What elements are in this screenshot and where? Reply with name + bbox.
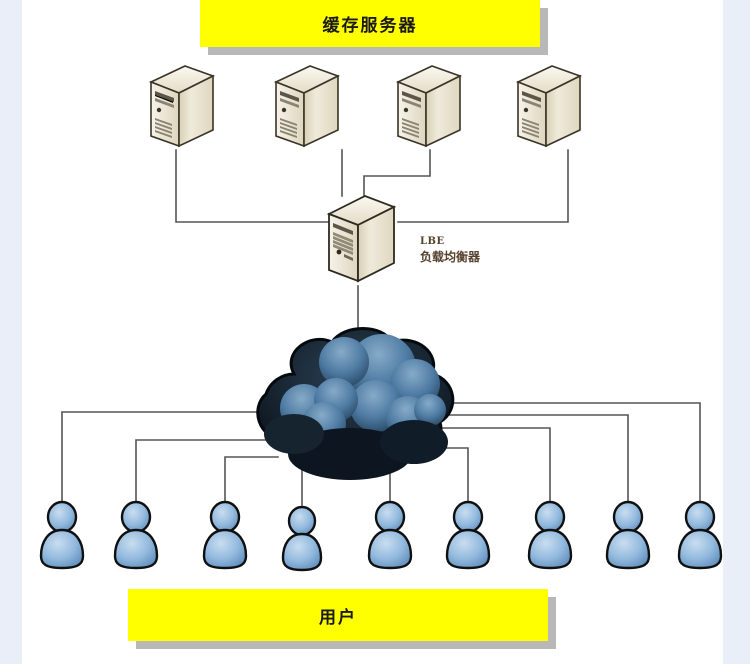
link-cloud-user1	[61, 411, 263, 506]
load-balancer-node[interactable]	[320, 190, 398, 287]
link-cloud-user3	[224, 456, 279, 506]
user-person-icon	[605, 500, 651, 570]
user-person-icon	[113, 500, 159, 570]
user-3[interactable]	[199, 500, 251, 572]
user-2[interactable]	[110, 500, 162, 572]
user-person-icon	[202, 500, 248, 570]
cache-server-2[interactable]	[268, 60, 342, 152]
user-person-icon	[281, 505, 323, 572]
cache-servers-banner: 缓存服务器	[200, 0, 540, 47]
link-server3-balancer	[363, 149, 431, 197]
user-person-icon	[39, 500, 85, 570]
load-balancer-label-line1: LBE	[420, 236, 445, 247]
server-tower-icon	[395, 65, 463, 148]
cache-server-3[interactable]	[390, 60, 464, 152]
user-person-icon	[367, 500, 413, 570]
cache-servers-banner-label: 缓存服务器	[322, 16, 418, 36]
user-person-icon	[445, 500, 491, 570]
load-balancer-label: LBE 负载均衡器	[420, 236, 540, 265]
server-tower-icon	[273, 65, 341, 148]
user-9[interactable]	[674, 500, 726, 572]
server-tower-icon	[326, 195, 397, 283]
user-4[interactable]	[276, 504, 328, 576]
link-server1-balancer	[175, 149, 331, 223]
link-cloud-user2	[135, 439, 269, 506]
link-cloud-user9	[449, 402, 701, 506]
server-tower-icon	[148, 65, 216, 148]
user-6[interactable]	[442, 500, 494, 572]
users-banner-label: 用户	[319, 607, 357, 628]
link-server4-balancer	[397, 149, 569, 223]
link-cloud-user8	[447, 414, 629, 506]
user-5[interactable]	[364, 500, 416, 572]
cloud-icon	[256, 327, 455, 480]
user-person-icon	[527, 500, 573, 570]
internet-cloud[interactable]	[232, 322, 462, 487]
load-balancer-label-line2: 负载均衡器	[420, 249, 481, 264]
user-8[interactable]	[602, 500, 654, 572]
user-1[interactable]	[36, 500, 88, 572]
user-person-icon	[677, 500, 723, 570]
link-cloud-user7	[439, 427, 551, 506]
user-7[interactable]	[524, 500, 576, 572]
users-banner: 用户	[128, 589, 548, 641]
cache-server-4[interactable]	[510, 60, 584, 152]
cache-server-1[interactable]	[143, 60, 217, 152]
server-tower-icon	[515, 65, 583, 148]
